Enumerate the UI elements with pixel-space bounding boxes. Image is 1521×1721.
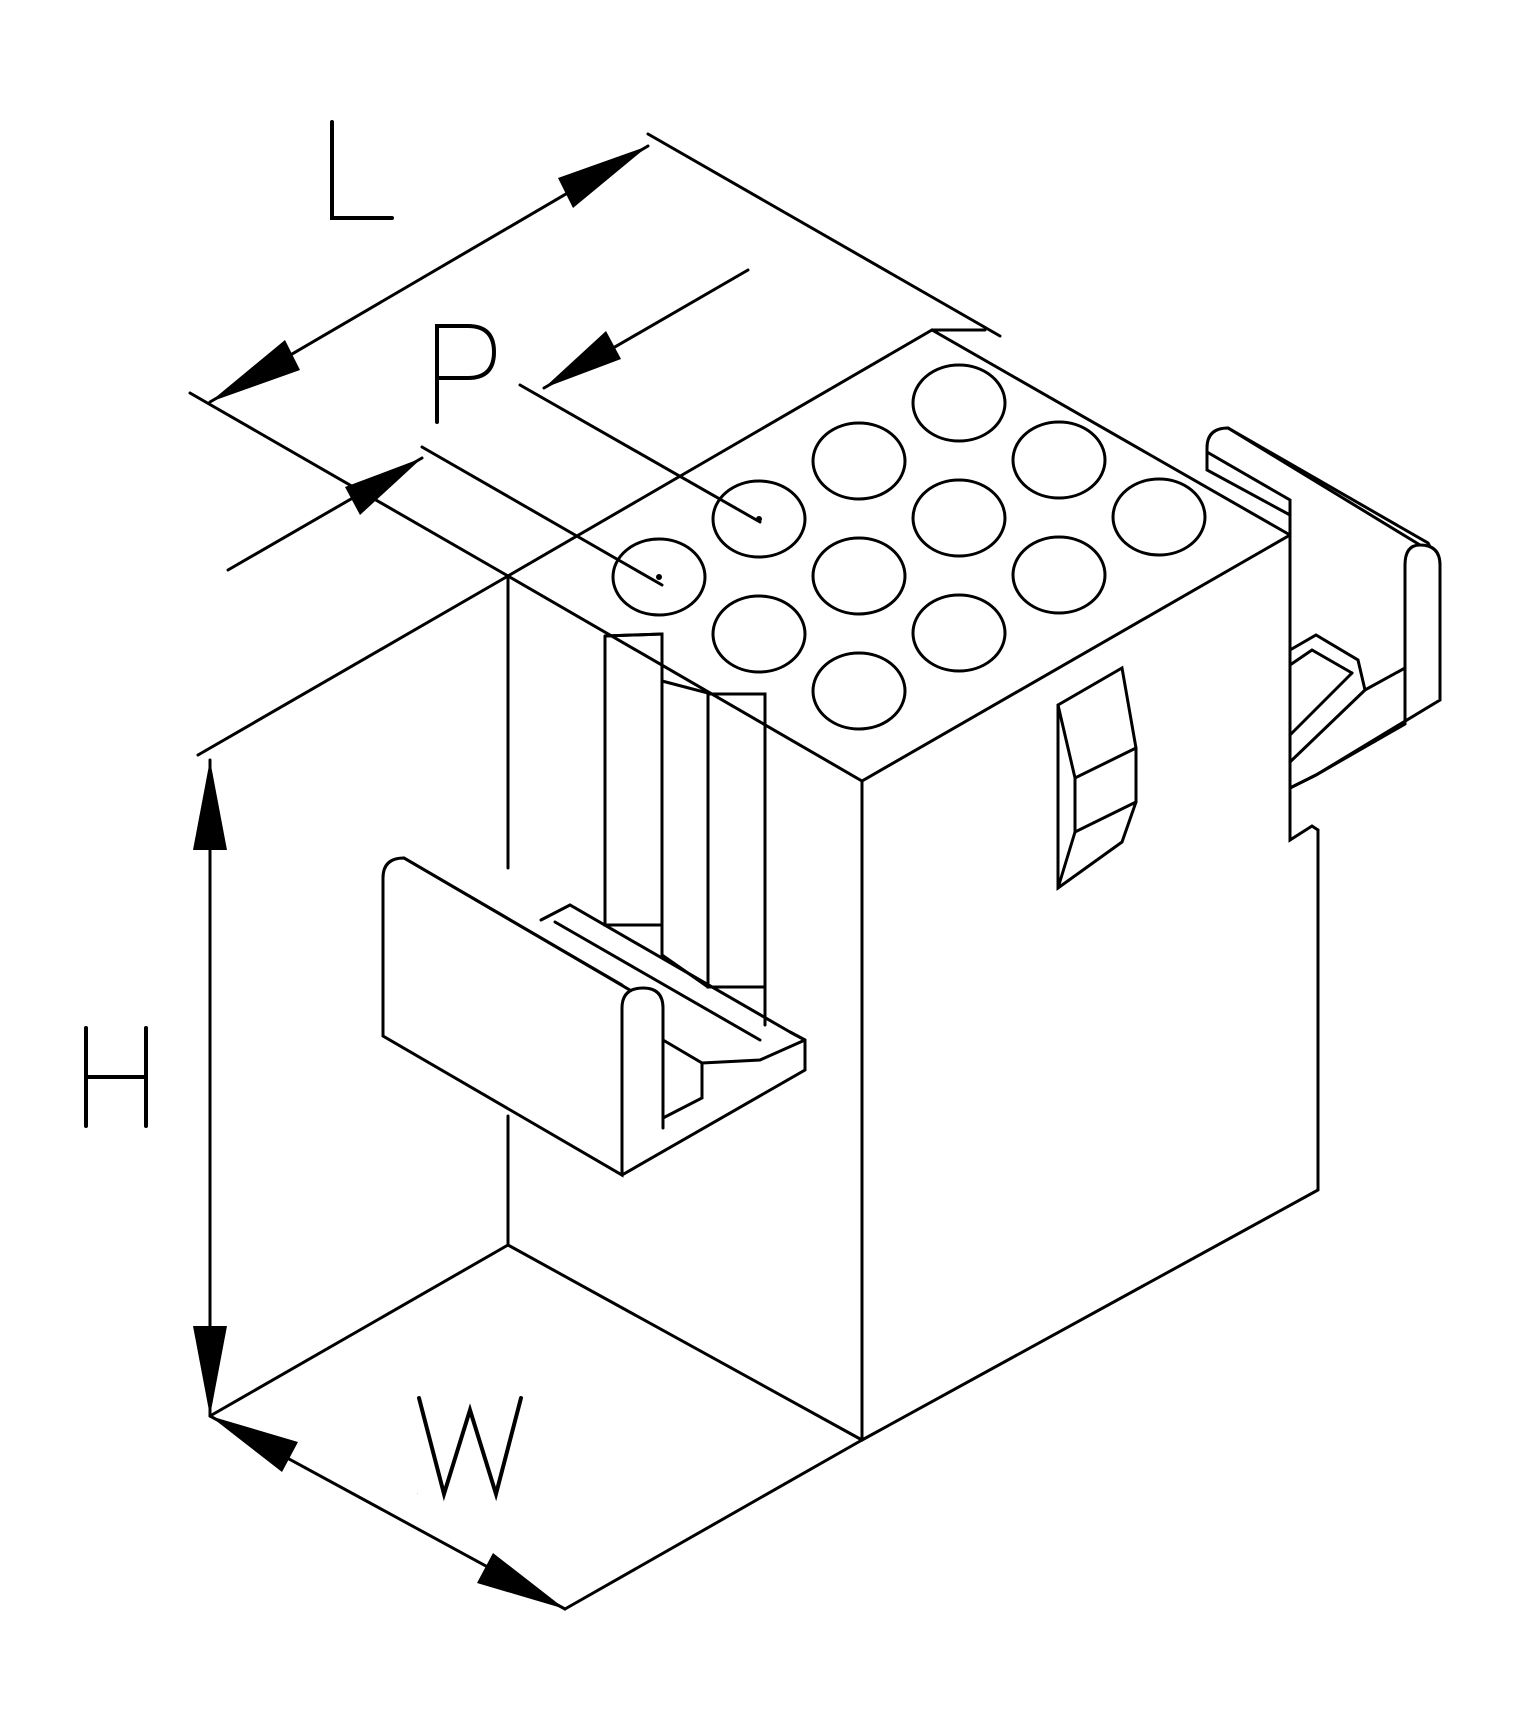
latch-right-ramp-2 (1288, 671, 1354, 737)
right-face-notch (1288, 816, 1320, 843)
cavity-hole (811, 421, 907, 501)
cavity-hole (1011, 535, 1107, 615)
latch-right-inner-line (1205, 450, 1292, 517)
rib-2-lower (660, 923, 710, 989)
label-L-text: L (330, 217, 331, 219)
latch-left-body (381, 856, 642, 1178)
bottom-inner-left (506, 1243, 864, 1442)
label-P: P (435, 324, 497, 424)
latch-right-ramp (1288, 688, 1367, 764)
lock-outline (1056, 665, 1138, 891)
latch-right-post (1403, 543, 1442, 700)
latch-left-slot (661, 1038, 704, 1120)
cavity-hole (1111, 477, 1207, 557)
latch-left-rail (539, 903, 807, 1042)
cavity-hole (1011, 420, 1107, 500)
pitch-arrow-1 (345, 458, 422, 515)
latch-left-rail-inner (553, 920, 762, 1042)
latch-right-base (1288, 693, 1407, 790)
length-extension-front (188, 391, 510, 578)
bottom-inner-back (208, 1243, 510, 1418)
latch-left-top-line (402, 856, 624, 987)
label-W-text: W (417, 1493, 418, 1495)
dimension-length (188, 132, 1002, 578)
cavity-hole (911, 478, 1007, 558)
height-arrow-top (193, 760, 227, 850)
cavity-group (611, 363, 1207, 731)
right-face-lower (860, 828, 1320, 1442)
label-H: H (84, 1026, 148, 1128)
bottom-front-edge (563, 1438, 864, 1611)
left-top-edge (196, 574, 510, 757)
dimension-labels: L P H W (84, 120, 523, 1502)
right-latch (1205, 426, 1442, 791)
dimension-width (208, 1414, 567, 1611)
lock-inner-bottom (1056, 830, 1077, 890)
label-H-text: H (84, 1125, 85, 1127)
left-ribs (603, 632, 767, 1027)
lock-inner-diag (1056, 703, 1138, 781)
rib-1-top (603, 632, 664, 638)
width-arrow-left (210, 1416, 298, 1472)
latch-right-slot (1288, 633, 1407, 693)
dimension-pitch (226, 268, 762, 587)
cavity-hole (911, 363, 1007, 443)
cavity-center-mark (656, 574, 662, 580)
cavity-hole (911, 593, 1007, 673)
width-arrow-right (477, 1553, 565, 1609)
rib-1 (603, 632, 664, 927)
dimension-height (193, 758, 227, 1418)
label-P-text: P (435, 421, 436, 423)
length-arrow-front (210, 340, 300, 402)
pitch-arrow-2 (544, 331, 621, 388)
cavity-hole (811, 536, 907, 616)
height-arrow-bottom (193, 1326, 227, 1416)
cavity-hole (711, 594, 807, 674)
cavity-hole (811, 651, 907, 731)
right-lock-window (1056, 665, 1138, 891)
pitch-extension-2 (518, 383, 762, 524)
left-latch (381, 856, 807, 1178)
length-arrow-back (558, 146, 648, 208)
rib-2 (660, 679, 767, 989)
label-L: L (330, 120, 394, 220)
length-extension-back (646, 132, 1002, 338)
label-W: W (417, 1396, 523, 1502)
latch-left-ramp (700, 1038, 807, 1065)
pitch-extension-1 (420, 445, 664, 587)
latch-right-slot-2 (1288, 648, 1354, 675)
latch-right-top-line (1226, 426, 1422, 547)
latch-left-post (620, 986, 665, 1172)
